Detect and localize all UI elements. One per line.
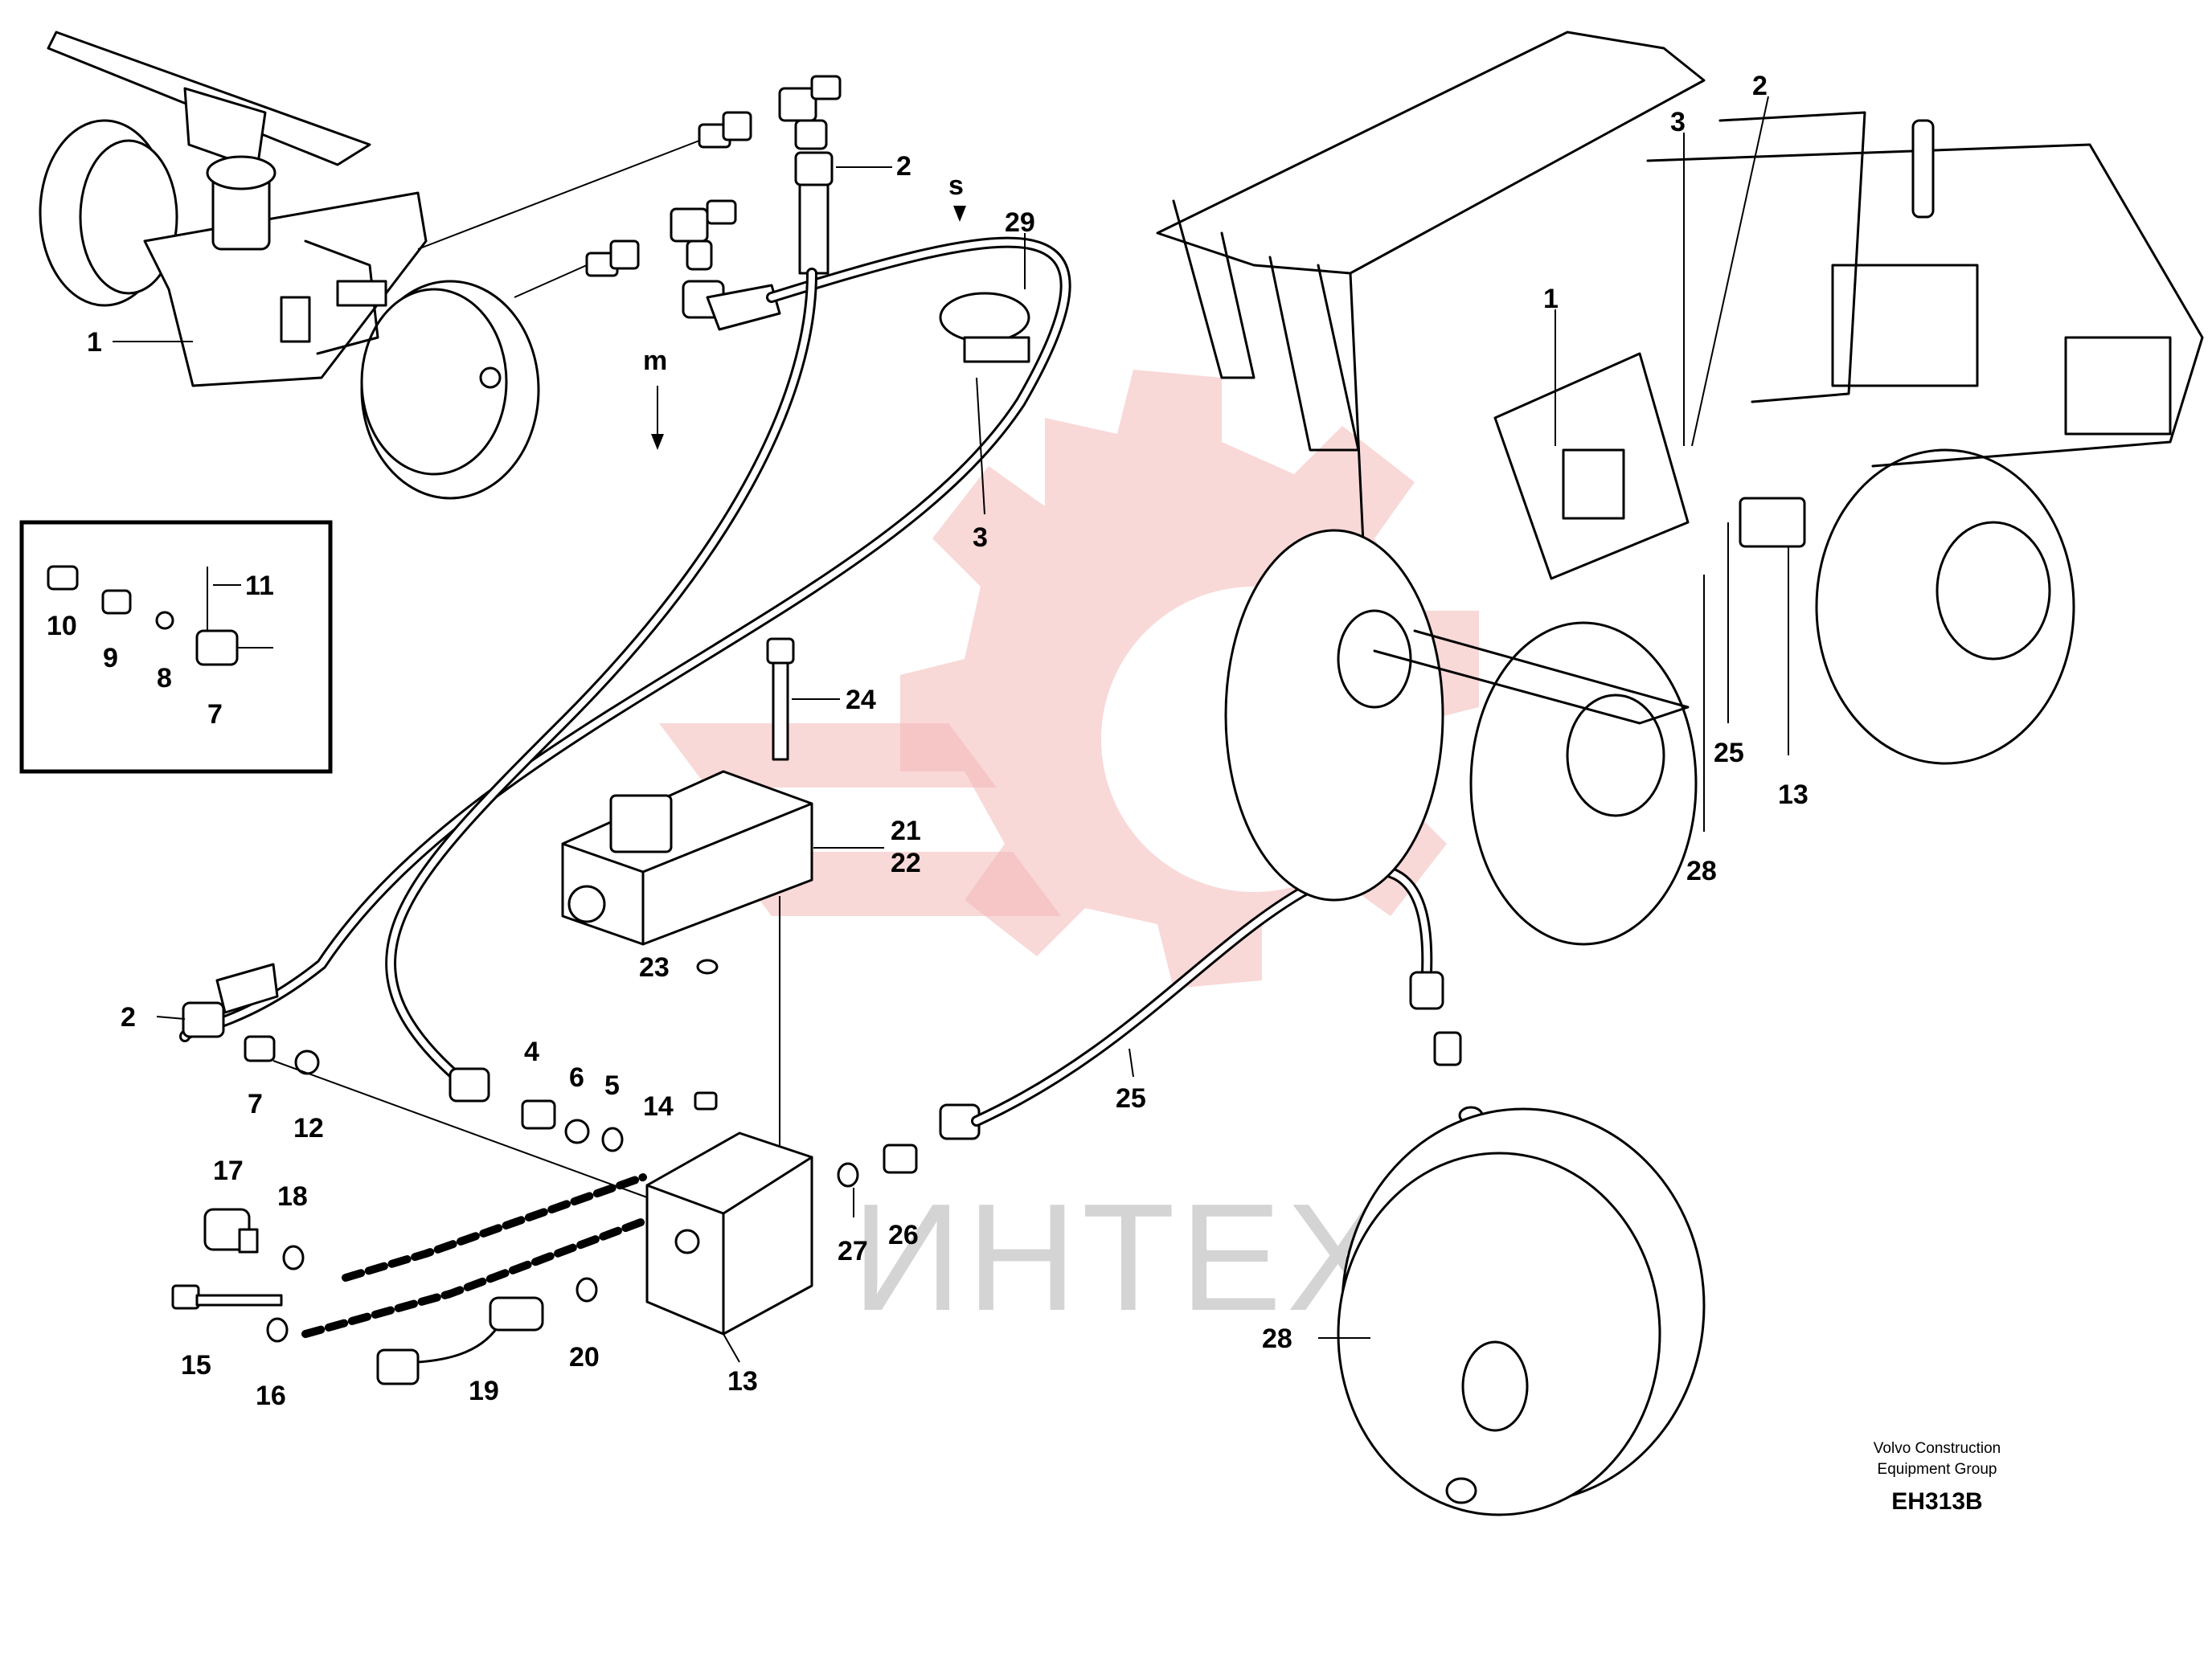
callout-25b: 25 [1714,738,1744,768]
watermark-text: ИНТЕХ [852,1172,1393,1343]
callout-14: 14 [643,1091,674,1122]
callout-2c: 2 [1752,71,1768,101]
callout-1a: 1 [87,327,102,358]
callout-21: 21 [891,816,921,846]
callout-6: 6 [569,1062,584,1093]
callout-2b: 2 [121,1002,136,1033]
credit-line-1: Volvo Construction [1874,1440,2001,1457]
left-fittings [182,963,624,1152]
callout-19: 19 [469,1376,499,1406]
callout-5: 5 [604,1070,620,1101]
callout-17: 17 [213,1156,244,1186]
callout-16: 16 [256,1381,286,1411]
callout-28a: 28 [1262,1324,1292,1354]
callout-1b: 1 [1543,284,1559,314]
bolt-24 [766,637,795,761]
callout-23: 23 [639,952,670,983]
fittings-26-27 [837,1103,981,1188]
callout-9: 9 [103,643,118,673]
callout-25a: 25 [1116,1083,1146,1114]
callout-7b: 7 [248,1089,263,1119]
callout-4: 4 [524,1037,539,1067]
callout-22: 22 [891,848,921,878]
drawing-code: EH313B [1891,1488,1982,1515]
label-m: m [643,346,667,376]
tee-fitting-top [585,75,842,277]
brake-valve-assembly [39,31,540,500]
callout-10: 10 [47,611,77,641]
callout-24: 24 [846,685,876,715]
solenoid-valve-21-22 [561,770,813,946]
inset-box [19,520,333,774]
wheel-loader-overview [1156,31,2204,946]
callout-7a: 7 [207,699,223,730]
brake-chamber-28 [1337,1107,1706,1516]
callout-3a: 3 [973,522,988,553]
callout-27: 27 [838,1236,868,1266]
callout-29: 29 [1005,207,1035,238]
callout-13b: 13 [1778,779,1809,810]
callout-8: 8 [157,663,172,694]
callout-2a: 2 [896,151,911,182]
hose-clamp-29 [939,292,1030,363]
callout-3b: 3 [1670,107,1686,137]
label-s: s [948,170,964,201]
callout-20: 20 [569,1342,600,1373]
callout-26: 26 [888,1220,919,1250]
hose-fitting-2-top [682,151,834,331]
valve-block-13 [645,1091,813,1336]
lower-left-parts [171,1208,598,1385]
credit-line-2: Equipment Group [1878,1461,1997,1478]
callout-12: 12 [293,1113,324,1144]
callout-15: 15 [181,1350,211,1381]
inset-parts [47,565,273,666]
callout-13a: 13 [727,1366,758,1397]
callout-11: 11 [245,571,274,601]
callout-28b: 28 [1686,856,1717,886]
callout-18: 18 [277,1181,308,1212]
